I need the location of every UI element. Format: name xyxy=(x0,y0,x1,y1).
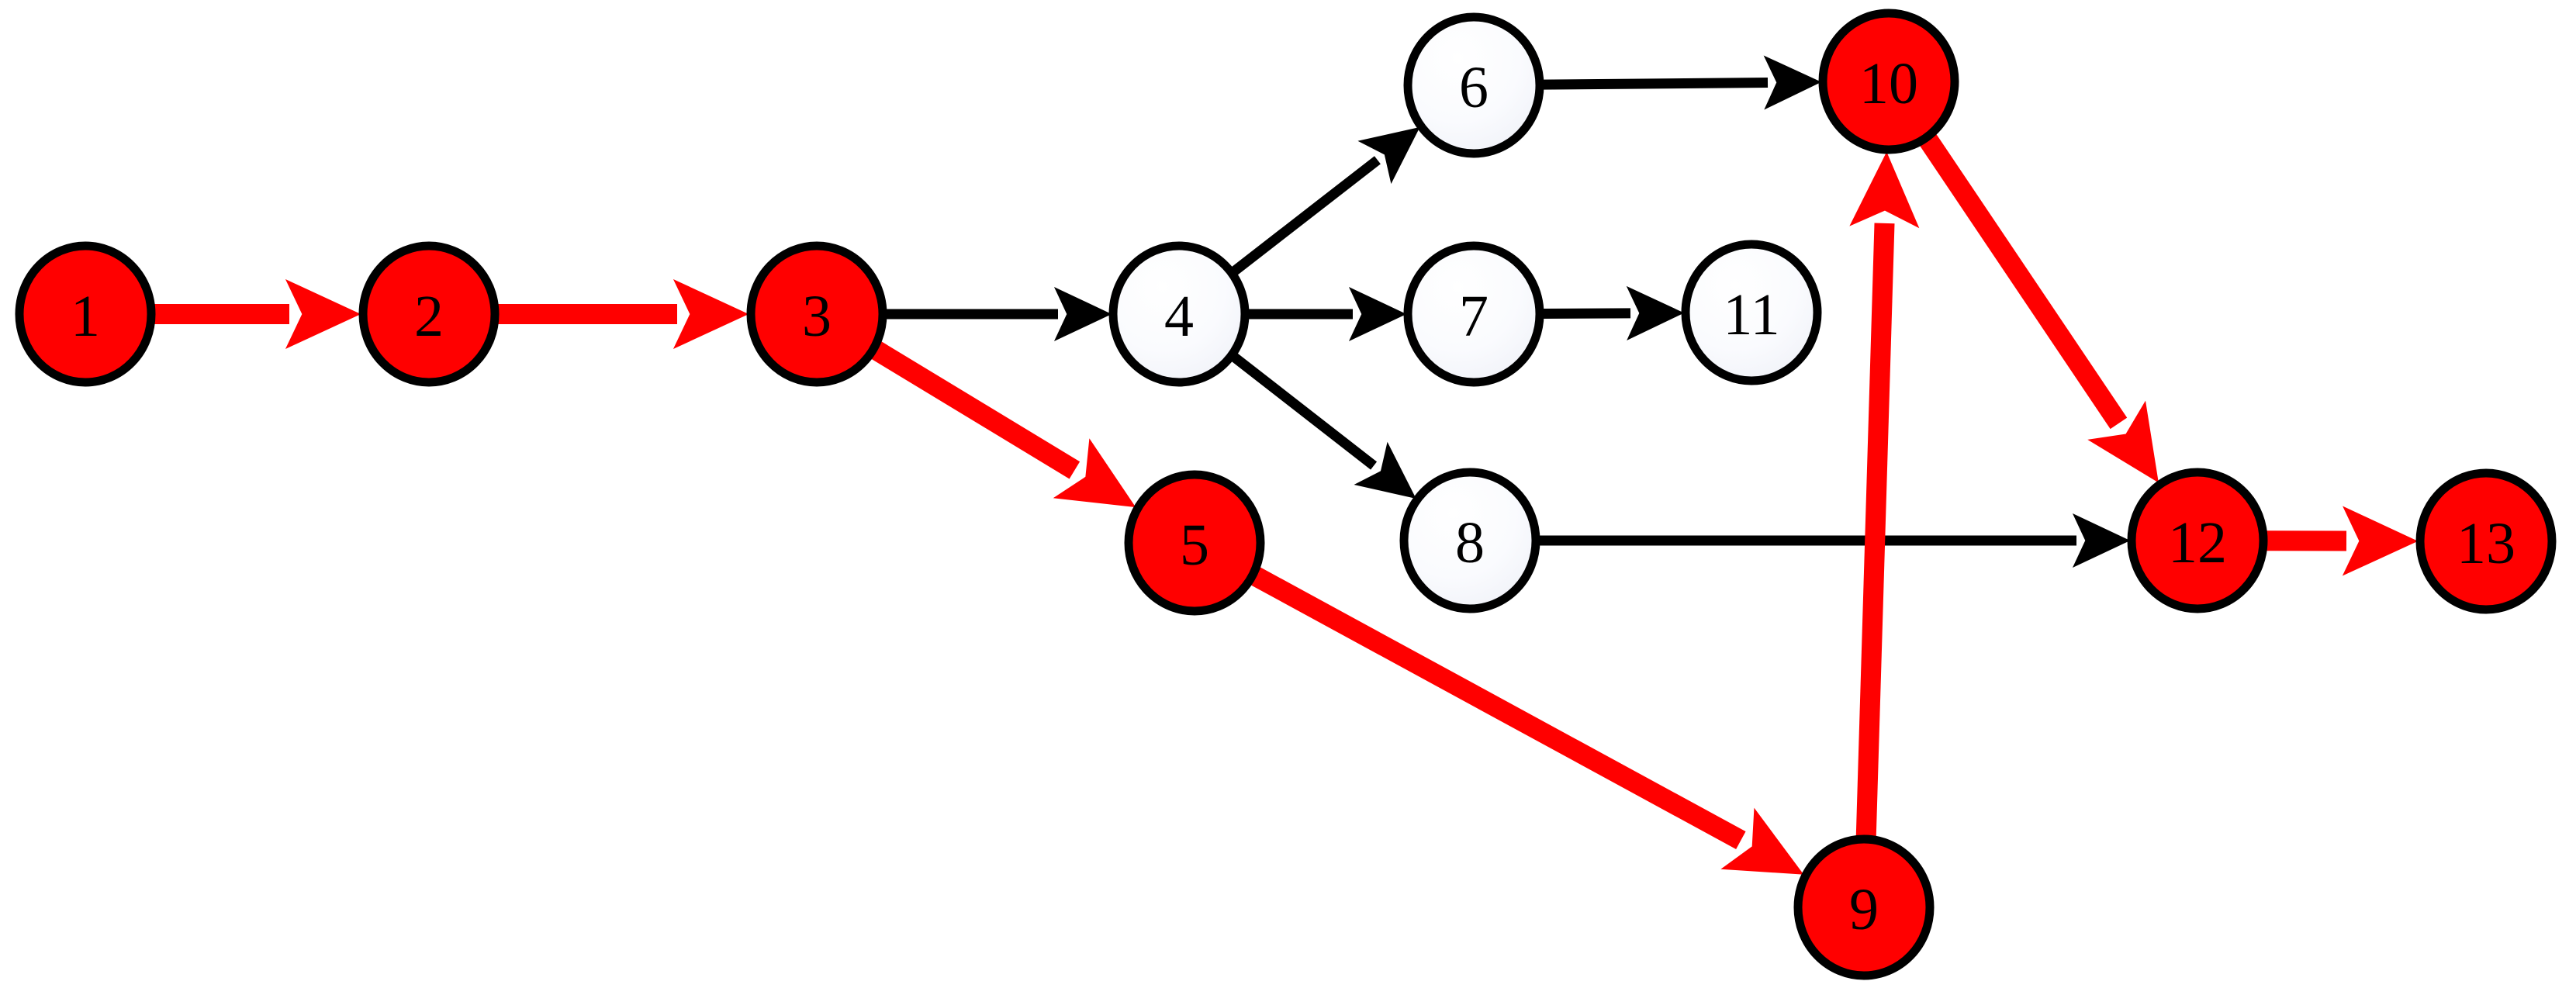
edge-arrowhead xyxy=(2342,506,2419,576)
edge-line xyxy=(1540,77,1769,90)
edge-arrowhead xyxy=(1053,438,1136,508)
edge-3-to-5 xyxy=(870,340,1136,508)
node-circle[interactable] xyxy=(2127,468,2268,613)
edge-arrowhead xyxy=(285,278,361,350)
edge-4-to-6 xyxy=(1229,126,1420,277)
node-circle[interactable] xyxy=(1793,834,1935,980)
edge-1-to-2 xyxy=(154,278,361,350)
edge-arrowhead xyxy=(2087,400,2159,483)
edge-7-to-11 xyxy=(1540,285,1685,340)
edge-4-to-7 xyxy=(1247,286,1407,342)
edge-arrowhead xyxy=(1720,807,1804,875)
node-2[interactable]: 2 xyxy=(358,241,500,387)
node-13[interactable]: 13 xyxy=(2415,468,2557,614)
edge-3-to-4 xyxy=(884,286,1112,342)
edge-arrowhead xyxy=(1626,285,1685,340)
edge-arrowhead xyxy=(1763,55,1822,110)
node-9[interactable]: 9 xyxy=(1793,834,1935,980)
edge-line xyxy=(1250,566,1746,850)
node-10[interactable]: 10 xyxy=(1818,9,1959,154)
node-5[interactable]: 5 xyxy=(1124,470,1265,616)
node-circle[interactable] xyxy=(1818,9,1959,154)
node-circle[interactable] xyxy=(1399,468,1540,613)
edges-layer xyxy=(154,55,2419,875)
node-7[interactable]: 7 xyxy=(1403,241,1544,387)
node-4[interactable]: 4 xyxy=(1108,241,1250,387)
node-circle[interactable] xyxy=(1681,240,1822,385)
node-circle[interactable] xyxy=(1124,470,1265,616)
edge-9-to-10 xyxy=(1849,151,1920,838)
node-11[interactable]: 11 xyxy=(1681,240,1822,385)
edge-8-to-12 xyxy=(1537,513,2131,568)
edge-2-to-3 xyxy=(497,278,749,350)
node-3[interactable]: 3 xyxy=(746,241,887,387)
node-8[interactable]: 8 xyxy=(1399,468,1540,613)
node-6[interactable]: 6 xyxy=(1403,12,1544,158)
edge-arrowhead xyxy=(2072,513,2131,568)
edge-arrowhead xyxy=(673,278,749,350)
edge-line xyxy=(1229,156,1381,277)
edge-6-to-10 xyxy=(1540,55,1822,110)
edge-10-to-12 xyxy=(1919,133,2159,483)
node-circle[interactable] xyxy=(2415,468,2557,614)
edge-5-to-9 xyxy=(1250,566,1804,875)
edge-arrowhead xyxy=(1849,151,1920,229)
edge-4-to-8 xyxy=(1229,351,1416,499)
node-1[interactable]: 1 xyxy=(15,241,156,387)
edge-arrowhead xyxy=(1354,441,1416,499)
edge-arrowhead xyxy=(1357,126,1420,185)
node-circle[interactable] xyxy=(15,241,156,387)
edge-line xyxy=(1919,133,2128,430)
node-circle[interactable] xyxy=(1403,241,1544,387)
edge-line xyxy=(1855,223,1895,838)
edge-line xyxy=(1540,308,1631,320)
node-12[interactable]: 12 xyxy=(2127,468,2268,613)
node-circle[interactable] xyxy=(746,241,887,387)
node-circle[interactable] xyxy=(1108,241,1250,387)
edge-line xyxy=(1229,351,1378,470)
edge-arrowhead xyxy=(1053,286,1112,342)
edge-line xyxy=(870,340,1081,479)
edge-arrowhead xyxy=(1348,286,1407,342)
node-circle[interactable] xyxy=(358,241,500,387)
edge-12-to-13 xyxy=(2265,506,2419,576)
node-circle[interactable] xyxy=(1403,12,1544,158)
